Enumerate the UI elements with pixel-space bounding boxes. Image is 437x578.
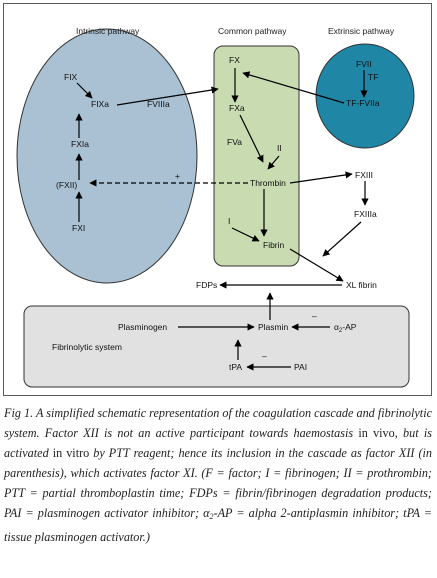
pai-label: PAI	[294, 362, 307, 372]
alpha2-antiplasmin-label: α2-AP	[334, 322, 357, 334]
fxi-label: FXI	[72, 223, 85, 233]
fxiii-label: FXIII	[355, 170, 373, 180]
fva-label: FVa	[227, 137, 242, 147]
intrinsic-pathway-region	[16, 28, 198, 284]
pai-minus-sign: –	[262, 351, 267, 361]
fibrin-label: Fibrin	[263, 240, 285, 250]
common-pathway-region	[213, 45, 300, 267]
fxiiia-label: FXIIIa	[354, 209, 377, 219]
fibrinolytic-system-region	[23, 305, 410, 388]
arrow-thrombin-to-fxiii	[289, 171, 353, 184]
tf-label: TF	[368, 72, 378, 82]
fxii-label: (FXII)	[56, 180, 77, 190]
arrow-fxiiia-to-xl-fibrin	[322, 221, 362, 257]
fixa-label: FIXa	[91, 99, 109, 109]
fdps-label: FDPs	[196, 280, 217, 290]
arrow-fix-to-fixa	[76, 82, 93, 99]
fibrinolytic-system-label: Fibrinolytic system	[52, 342, 122, 352]
tpa-label: tPA	[229, 362, 242, 372]
fxia-label: FXIa	[71, 139, 89, 149]
fviiia-label: FVIIIa	[147, 99, 170, 109]
coagulation-diagram: Intrinsic pathway Common pathway Extrins…	[16, 26, 415, 388]
alpha2ap-minus-sign: –	[312, 311, 317, 321]
prothrombin-ii-label: II	[277, 143, 282, 153]
extrinsic-pathway-header: Extrinsic pathway	[328, 26, 395, 36]
intrinsic-pathway-header: Intrinsic pathway	[76, 26, 140, 36]
plasmin-label: Plasmin	[258, 322, 289, 332]
xl-fibrin-label: XL fibrin	[346, 280, 377, 290]
plasminogen-label: Plasminogen	[118, 322, 167, 332]
fibrinogen-i-label: I	[228, 216, 230, 226]
fvii-label: FVII	[356, 59, 372, 69]
fx-label: FX	[229, 55, 240, 65]
arrow-ii-to-thrombin	[267, 155, 280, 170]
common-pathway-header: Common pathway	[218, 26, 287, 36]
tf-fviia-label: TF-FVIIa	[346, 98, 380, 108]
thrombin-label: Thrombin	[250, 178, 286, 188]
fix-label: FIX	[64, 72, 78, 82]
figure-frame	[3, 3, 432, 396]
figure-caption: Fig 1. A simplified schematic representa…	[4, 406, 433, 544]
fxa-label: FXa	[229, 103, 245, 113]
arrow-fxa-to-thrombin	[239, 114, 264, 163]
plus-sign: +	[175, 171, 180, 181]
arrow-fixa-to-fx	[116, 86, 219, 106]
arrow-fibrin-to-xl-fibrin	[289, 248, 344, 282]
arrow-fibrinogen-to-fibrin	[231, 227, 260, 242]
arrow-tf-fviia-to-fx	[242, 71, 345, 104]
